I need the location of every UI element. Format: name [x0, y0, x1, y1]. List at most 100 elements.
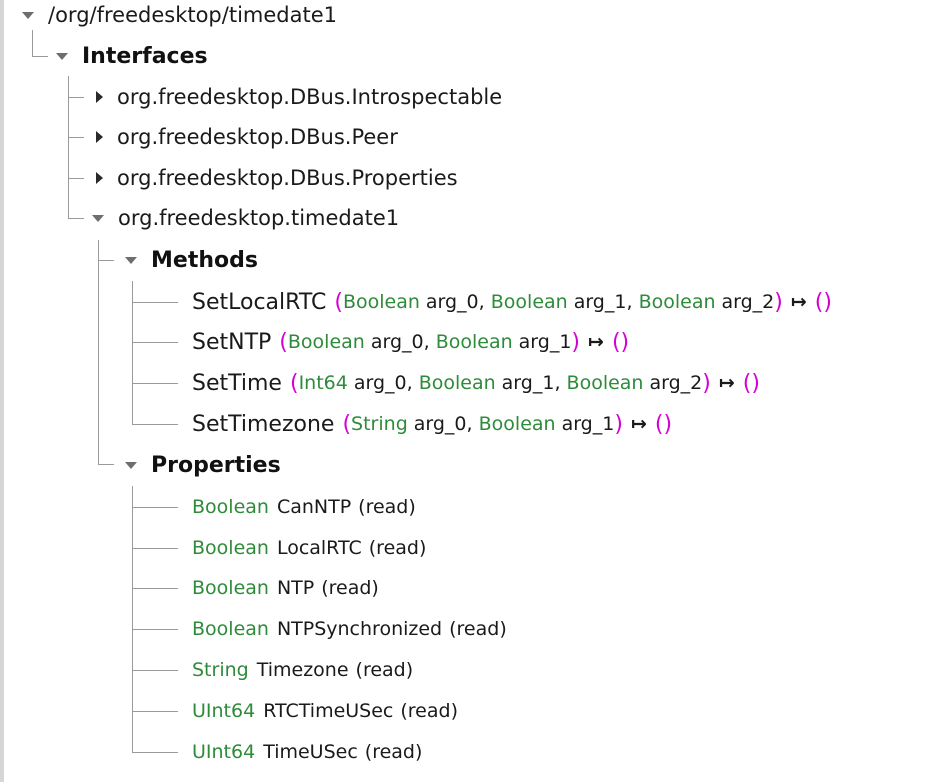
tree-guide-prop-0: [132, 507, 178, 508]
tree-row-property[interactable]: UInt64 TimeUSec (read): [192, 732, 422, 772]
property-name: NTPSynchronized: [276, 618, 443, 640]
tree-row-method[interactable]: SetLocalRTC ( Boolean arg_0 , Boolean ar…: [192, 282, 832, 322]
method-name: SetNTP: [192, 329, 272, 355]
arg-type: Boolean: [287, 331, 365, 353]
arg-name: arg_1: [561, 413, 615, 435]
open-paren: (: [279, 329, 288, 355]
tree-row-interface[interactable]: org.freedesktop.DBus.Introspectable: [96, 77, 502, 117]
property-access: (read): [355, 659, 414, 681]
returns-arrow-icon: ↦: [718, 372, 735, 394]
tree-guide-method-3: [132, 424, 178, 425]
tree-guide-properties-children: [132, 486, 133, 752]
tree-guide-root: [32, 30, 33, 56]
returns-arrow-icon: ↦: [790, 291, 807, 313]
tree-guide-prop-1: [132, 548, 178, 549]
property-access: (read): [368, 537, 427, 559]
arg-type: Boolean: [638, 291, 716, 313]
object-path-label: /org/freedesktop/timedate1: [48, 3, 337, 27]
tree-guide-iface-0: [68, 97, 84, 98]
arg-name: arg_0: [370, 331, 424, 353]
expander-down-icon[interactable]: [92, 214, 104, 222]
property-type: Boolean: [192, 577, 269, 599]
arg-type: Boolean: [342, 291, 420, 313]
arg-separator: ,: [466, 413, 479, 435]
property-type: UInt64: [192, 741, 256, 763]
tree-row-property[interactable]: String Timezone (read): [192, 650, 413, 690]
close-paren: ): [774, 289, 783, 315]
expander-down-icon[interactable]: [22, 11, 34, 19]
tree-row-property[interactable]: Boolean LocalRTC (read): [192, 528, 426, 568]
property-name: RTCTimeUSec: [263, 700, 394, 722]
tree-row-interfaces[interactable]: Interfaces: [56, 36, 208, 76]
interface-label: org.freedesktop.timedate1: [118, 206, 400, 230]
property-name: NTP: [276, 577, 315, 599]
tree-row-method[interactable]: SetTimezone ( String arg_0 , Boolean arg…: [192, 404, 672, 444]
expander-down-icon[interactable]: [56, 52, 68, 60]
tree-guide-prop-2: [132, 588, 178, 589]
methods-label: Methods: [151, 247, 258, 273]
return-value: (): [814, 289, 832, 315]
property-type: Boolean: [192, 618, 269, 640]
tree-row-property[interactable]: UInt64 RTCTimeUSec (read): [192, 691, 458, 731]
expander-right-icon[interactable]: [96, 91, 103, 103]
property-access: (read): [358, 496, 416, 518]
tree-row-interface[interactable]: org.freedesktop.timedate1: [92, 198, 399, 238]
open-paren: (: [334, 289, 343, 315]
tree-guide-method-2: [132, 383, 178, 384]
tree-row-properties[interactable]: Properties: [125, 445, 281, 485]
tree-row-interface[interactable]: org.freedesktop.DBus.Properties: [96, 158, 458, 198]
properties-label: Properties: [151, 452, 281, 478]
interface-label: org.freedesktop.DBus.Peer: [117, 125, 398, 149]
tree-row-methods[interactable]: Methods: [125, 240, 258, 280]
tree-guide-iface-2: [68, 178, 84, 179]
tree-guide-iface-3: [68, 218, 84, 219]
property-access: (read): [364, 741, 423, 763]
property-access: (read): [449, 618, 507, 640]
tree-guide-methods-children: [132, 281, 133, 424]
arg-type: Int64: [298, 372, 348, 394]
property-type: Boolean: [192, 537, 269, 559]
tree-guide-interfaces-children: [68, 76, 69, 218]
tree-guide-prop-5: [132, 711, 178, 712]
arg-name: arg_1: [518, 331, 572, 353]
arg-type: Boolean: [490, 291, 568, 313]
tree-row-method[interactable]: SetNTP ( Boolean arg_0 , Boolean arg_1 )…: [192, 322, 629, 362]
method-name: SetLocalRTC: [192, 289, 327, 315]
arg-type: Boolean: [566, 372, 644, 394]
expander-down-icon[interactable]: [125, 256, 137, 264]
expander-right-icon[interactable]: [96, 131, 103, 143]
open-paren: (: [342, 411, 352, 437]
close-paren: ): [571, 329, 581, 355]
arg-type: Boolean: [478, 413, 556, 435]
property-access: (read): [400, 700, 458, 722]
tree-row-property[interactable]: Boolean CanNTP (read): [192, 487, 416, 527]
property-type: String: [192, 659, 249, 681]
arg-name: arg_1: [501, 372, 555, 394]
property-type: UInt64: [192, 700, 256, 722]
return-value: (): [742, 370, 760, 396]
arg-name: arg_0: [413, 413, 467, 435]
arg-separator: ,: [478, 291, 491, 313]
expander-down-icon[interactable]: [125, 461, 137, 469]
arg-name: arg_2: [721, 291, 775, 313]
returns-arrow-icon: ↦: [588, 331, 604, 353]
tree-row-method[interactable]: SetTime ( Int64 arg_0 , Boolean arg_1 , …: [192, 363, 760, 403]
close-paren: ): [702, 370, 711, 396]
tree-row-interface[interactable]: org.freedesktop.DBus.Peer: [96, 117, 398, 157]
arg-name: arg_0: [425, 291, 479, 313]
arg-separator: ,: [626, 291, 639, 313]
tree-guide-method-0: [132, 302, 178, 303]
tree-guide-iface-1: [68, 137, 84, 138]
return-value: (): [654, 411, 673, 437]
tree-row-property[interactable]: Boolean NTPSynchronized (read): [192, 609, 507, 649]
tree-guide-method-1: [132, 342, 178, 343]
method-name: SetTimezone: [192, 411, 335, 437]
arg-type: Boolean: [418, 372, 496, 394]
tree-row-property[interactable]: Boolean NTP (read): [192, 568, 379, 608]
property-name: Timezone: [256, 659, 349, 681]
arg-separator: ,: [423, 331, 436, 353]
tree-row-object-path[interactable]: /org/freedesktop/timedate1: [22, 0, 337, 35]
expander-right-icon[interactable]: [96, 172, 103, 184]
tree-guide-interfaces: [32, 56, 48, 57]
